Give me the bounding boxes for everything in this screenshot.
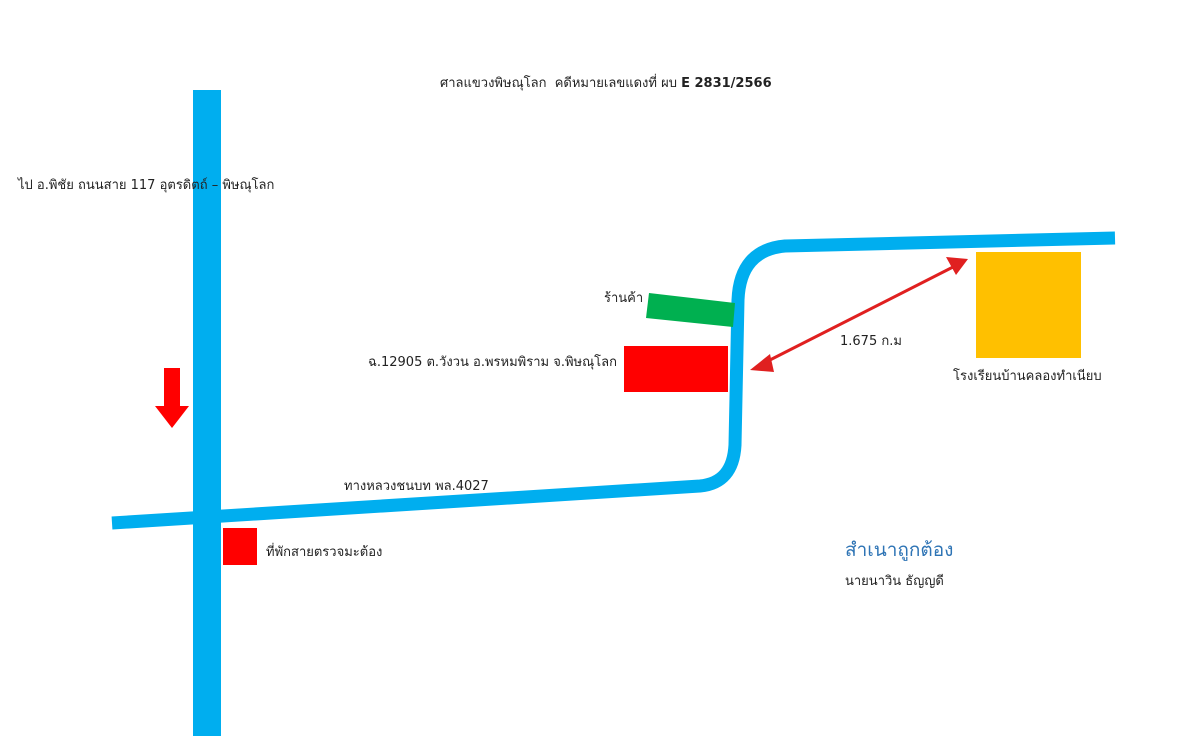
school-label: โรงเรียนบ้านคลองทำเนียบ (953, 369, 1102, 384)
school-marker (976, 252, 1081, 358)
court-name: ศาลแขวงพิษณุโลก (440, 76, 547, 91)
highway-117-road (193, 90, 221, 736)
distance-unit: ก.ม (881, 334, 902, 349)
case-number: E 2831/2566 (681, 76, 772, 91)
signer-name: นายนาวิน ธัญญดี (845, 574, 944, 589)
down-arrow-icon (155, 368, 189, 428)
checkpoint-marker (223, 528, 257, 565)
rural-road-4027 (111, 231, 1116, 530)
site-plot-marker (624, 346, 728, 392)
direction-label: ไป อ.พิชัย ถนนสาย 117 อุตรดิตถ์ – พิษณุโ… (18, 178, 275, 193)
shop-label: ร้านค้า (604, 291, 644, 306)
distance-arrow-icon (750, 257, 968, 372)
case-header: ศาลแขวงพิษณุโลก คดีหมายเลขแดงที่ ผบ E 28… (440, 76, 772, 92)
site-label: ฉ.12905 ต.วังวน อ.พรหมพิราม จ.พิษณุโลก (368, 355, 617, 370)
checkpoint-label: ที่พักสายตรวจมะต้อง (266, 545, 383, 560)
certified-copy-stamp: สำเนาถูกต้อง (845, 539, 954, 561)
distance-value: 1.675 (840, 334, 878, 349)
case-label: คดีหมายเลขแดงที่ ผบ (554, 76, 677, 91)
distance-label: 1.675 ก.ม (840, 334, 902, 350)
shop-marker (646, 293, 735, 327)
rural-road-label: ทางหลวงชนบท พล.4027 (344, 479, 489, 494)
